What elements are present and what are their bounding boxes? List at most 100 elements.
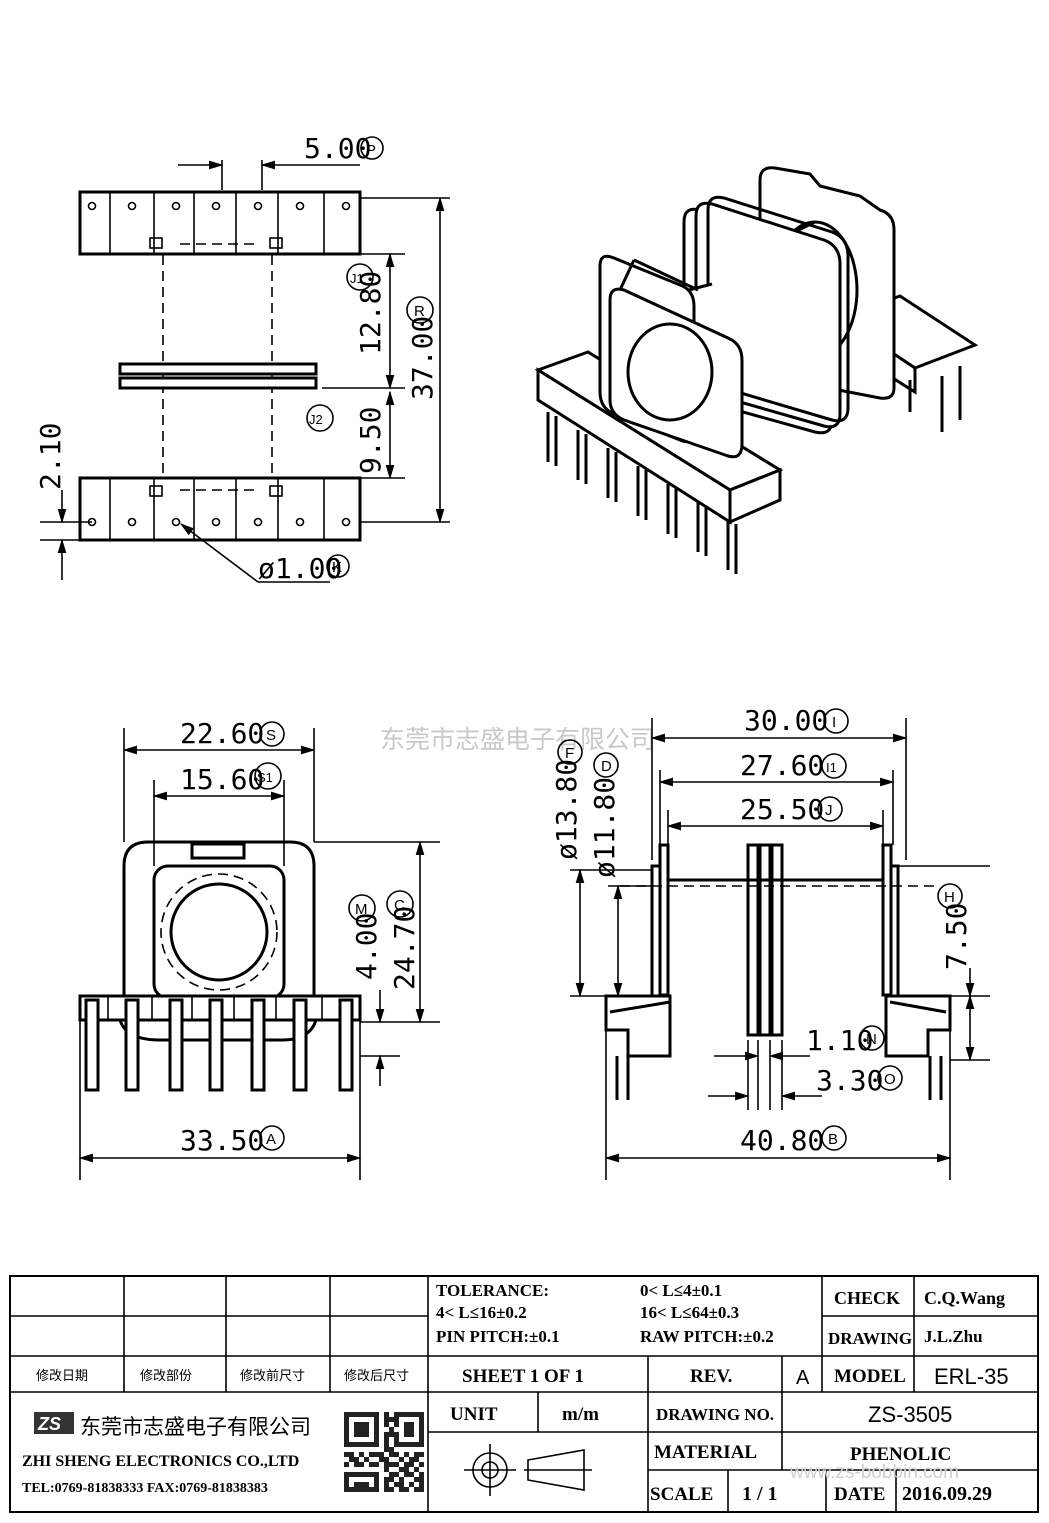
qr-cell: [389, 1452, 394, 1457]
qr-cell: [409, 1472, 414, 1477]
qr-cell: [394, 1422, 399, 1427]
dim-s-tag: S: [266, 727, 276, 744]
qr-cell: [414, 1487, 419, 1492]
rev-value: A: [796, 1367, 810, 1389]
qr-cell: [394, 1472, 399, 1477]
qr-cell: [374, 1477, 379, 1482]
qr-cell: [344, 1432, 349, 1437]
qr-cell: [404, 1442, 409, 1447]
qr-cell: [414, 1457, 419, 1462]
rev-header-before: 修改前尺寸: [240, 1368, 305, 1383]
front-pin: [168, 998, 184, 1092]
rev-label: REV.: [690, 1366, 732, 1387]
qr-cell: [409, 1482, 414, 1487]
sheet-info: SHEET 1 OF 1: [462, 1366, 584, 1387]
qr-cell: [359, 1482, 364, 1487]
scale-value: 1 / 1: [742, 1483, 778, 1505]
front-pin: [124, 998, 140, 1092]
qr-cell: [414, 1452, 419, 1457]
qr-cell: [344, 1452, 349, 1457]
check-value: C.Q.Wang: [924, 1288, 1005, 1308]
qr-cell: [404, 1462, 409, 1467]
dim-o: 3.30: [816, 1064, 883, 1097]
title-block: TOLERANCE: 0< L≤4±0.1 4< L≤16±0.2 16< L≤…: [9, 1275, 1039, 1513]
qr-cell: [389, 1447, 394, 1452]
qr-cell: [409, 1457, 414, 1462]
qr-cell: [389, 1432, 394, 1437]
qr-cell: [384, 1467, 389, 1472]
qr-cell: [364, 1427, 369, 1432]
qr-cell: [419, 1427, 424, 1432]
qr-cell: [414, 1477, 419, 1482]
qr-cell: [374, 1432, 379, 1437]
material-label: MATERIAL: [654, 1442, 757, 1463]
qr-cell: [359, 1462, 364, 1467]
qr-cell: [369, 1472, 374, 1477]
qr-cell: [414, 1442, 419, 1447]
qr-cell: [384, 1437, 389, 1442]
qr-cell: [354, 1472, 359, 1477]
dim-h-tag: H: [944, 889, 955, 906]
qr-cell: [389, 1427, 394, 1432]
qr-cell: [374, 1412, 379, 1417]
top-view-upper-pins: [87, 192, 351, 254]
qr-cell: [354, 1462, 359, 1467]
dim-j: 25.50: [740, 793, 824, 826]
qr-cell: [359, 1472, 364, 1477]
qr-cell: [384, 1447, 389, 1452]
qr-cell: [349, 1452, 354, 1457]
front-pin: [292, 998, 308, 1092]
qr-cell: [394, 1462, 399, 1467]
qr-cell: [394, 1452, 399, 1457]
dim-n: 1.10: [806, 1024, 873, 1057]
front-view: 22.60 S 15.60 S1 24.70 C 4.00 M 33.50 A: [78, 717, 440, 1180]
qr-cell: [364, 1422, 369, 1427]
qr-cell: [384, 1432, 389, 1437]
dim-n-tag: N: [866, 1031, 877, 1048]
qr-cell: [354, 1427, 359, 1432]
slot: [149, 237, 163, 249]
qr-cell: [369, 1412, 374, 1417]
qr-cell: [414, 1467, 419, 1472]
slot: [269, 237, 283, 249]
qr-cell: [364, 1472, 369, 1477]
drawing-label: DRAWING: [828, 1329, 912, 1348]
qr-cell: [359, 1422, 364, 1427]
model-value: ERL-35: [934, 1364, 1009, 1389]
qr-cell: [344, 1462, 349, 1467]
qr-cell: [384, 1442, 389, 1447]
qr-cell: [389, 1472, 394, 1477]
qr-cell: [374, 1472, 379, 1477]
qr-cell: [354, 1432, 359, 1437]
qr-cell: [384, 1477, 389, 1482]
qr-cell: [344, 1437, 349, 1442]
dim-m-tag: M: [355, 901, 368, 918]
tolerance-label: TOLERANCE:: [436, 1281, 549, 1300]
qr-cell: [399, 1477, 404, 1482]
qr-cell: [399, 1487, 404, 1492]
qr-cell: [374, 1422, 379, 1427]
qr-cell: [374, 1442, 379, 1447]
qr-cell: [394, 1417, 399, 1422]
qr-cell: [344, 1422, 349, 1427]
slot: [149, 485, 163, 497]
dim-r: 37.00: [406, 316, 439, 400]
qr-cell: [409, 1432, 414, 1437]
dim-b-tag: B: [828, 1131, 838, 1148]
dim-c-tag: C: [394, 897, 405, 914]
qr-cell: [359, 1432, 364, 1437]
qr-cell: [394, 1412, 399, 1417]
rev-header-part: 修改部份: [140, 1368, 192, 1383]
qr-cell: [384, 1482, 389, 1487]
dim-j2: 9.50: [354, 407, 387, 474]
pin-hole: [171, 517, 181, 527]
front-pin: [338, 998, 354, 1092]
qr-cell: [389, 1462, 394, 1467]
pin-hole: [87, 201, 97, 211]
rev-header-date: 修改日期: [36, 1368, 88, 1383]
projection-symbol-icon: [464, 1444, 592, 1496]
qr-cell: [354, 1442, 359, 1447]
qr-cell: [404, 1472, 409, 1477]
company-logo-text: ZS: [37, 1414, 61, 1434]
